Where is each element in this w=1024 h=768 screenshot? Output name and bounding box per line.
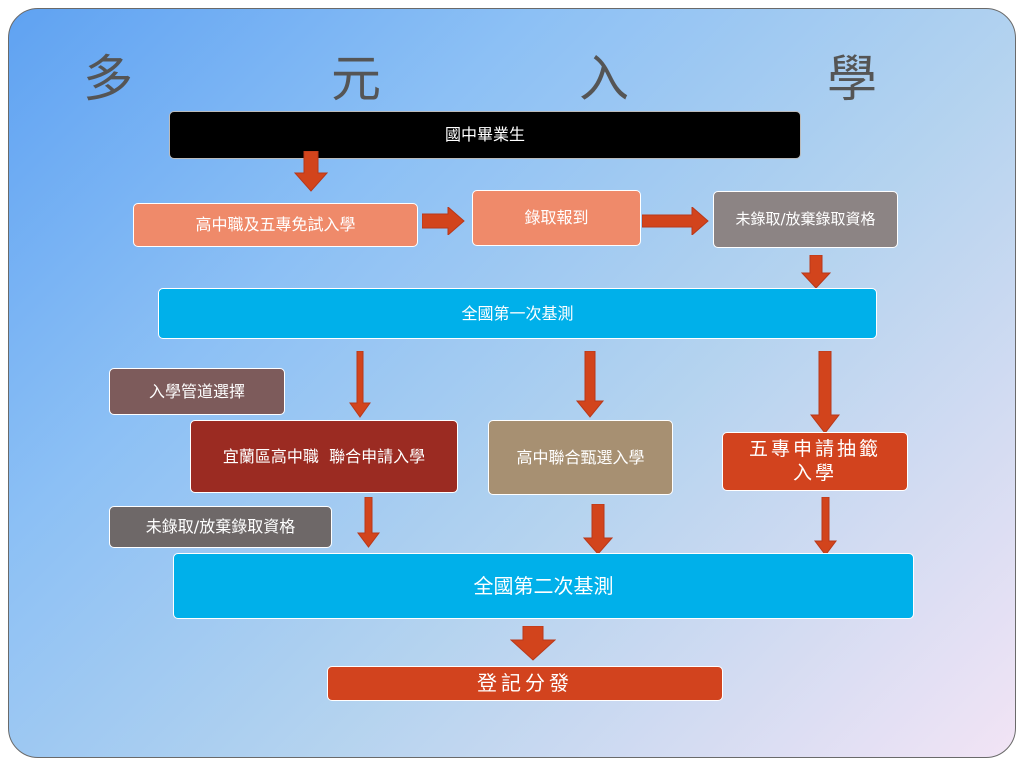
exam-free-box: 高中職及五專免試入學	[133, 203, 418, 247]
first-test-label: 全國第一次基測	[461, 303, 574, 323]
channel-choice-label: 入學管道選擇	[148, 381, 245, 401]
slide: 多 元 入 學 流 程 圖 國中畢業生 高中職及五專免試入學 錄取報到 未錄取/…	[8, 8, 1016, 758]
hs-selection-box: 高中聯合甄選入學	[488, 420, 673, 495]
yilan-box: 宜蘭區高中職 聯合申請入學	[190, 420, 458, 493]
five-year-label: 五專申請抽籤入學	[748, 437, 881, 484]
second-test-box: 全國第二次基測	[173, 553, 914, 619]
not-admitted-top-label: 未錄取/放棄錄取資格	[735, 210, 876, 229]
register-label: 登記分發	[477, 671, 573, 695]
graduate-box: 國中畢業生	[169, 111, 801, 159]
yilan-label: 宜蘭區高中職 聯合申請入學	[222, 446, 426, 466]
arrow-down-6	[357, 497, 381, 549]
arrow-down-2	[801, 255, 831, 289]
arrow-right-1	[422, 207, 466, 235]
not-admitted-top-box: 未錄取/放棄錄取資格	[713, 191, 898, 248]
arrow-down-1	[293, 151, 329, 193]
exam-free-label: 高中職及五專免試入學	[195, 215, 356, 234]
not-admitted-mid-box: 未錄取/放棄錄取資格	[109, 506, 332, 548]
not-admitted-mid-label: 未錄取/放棄錄取資格	[145, 517, 296, 536]
arrow-down-4	[575, 351, 605, 419]
second-test-label: 全國第二次基測	[473, 573, 614, 598]
register-box: 登記分發	[327, 666, 723, 701]
arrow-down-9	[510, 626, 556, 662]
arrow-right-2	[642, 207, 710, 235]
channel-choice-box: 入學管道選擇	[109, 368, 285, 415]
page-title: 多 元 入 學 流 程 圖	[83, 50, 1015, 108]
arrow-down-5	[810, 351, 840, 435]
arrow-down-3	[348, 351, 372, 419]
admitted-box: 錄取報到	[472, 190, 641, 246]
admitted-label: 錄取報到	[524, 208, 589, 227]
first-test-box: 全國第一次基測	[158, 288, 877, 339]
hs-selection-label: 高中聯合甄選入學	[516, 447, 645, 467]
graduate-label: 國中畢業生	[444, 125, 525, 144]
five-year-box: 五專申請抽籤入學	[722, 432, 908, 491]
arrow-down-8	[814, 497, 838, 557]
arrow-down-7	[583, 504, 613, 556]
